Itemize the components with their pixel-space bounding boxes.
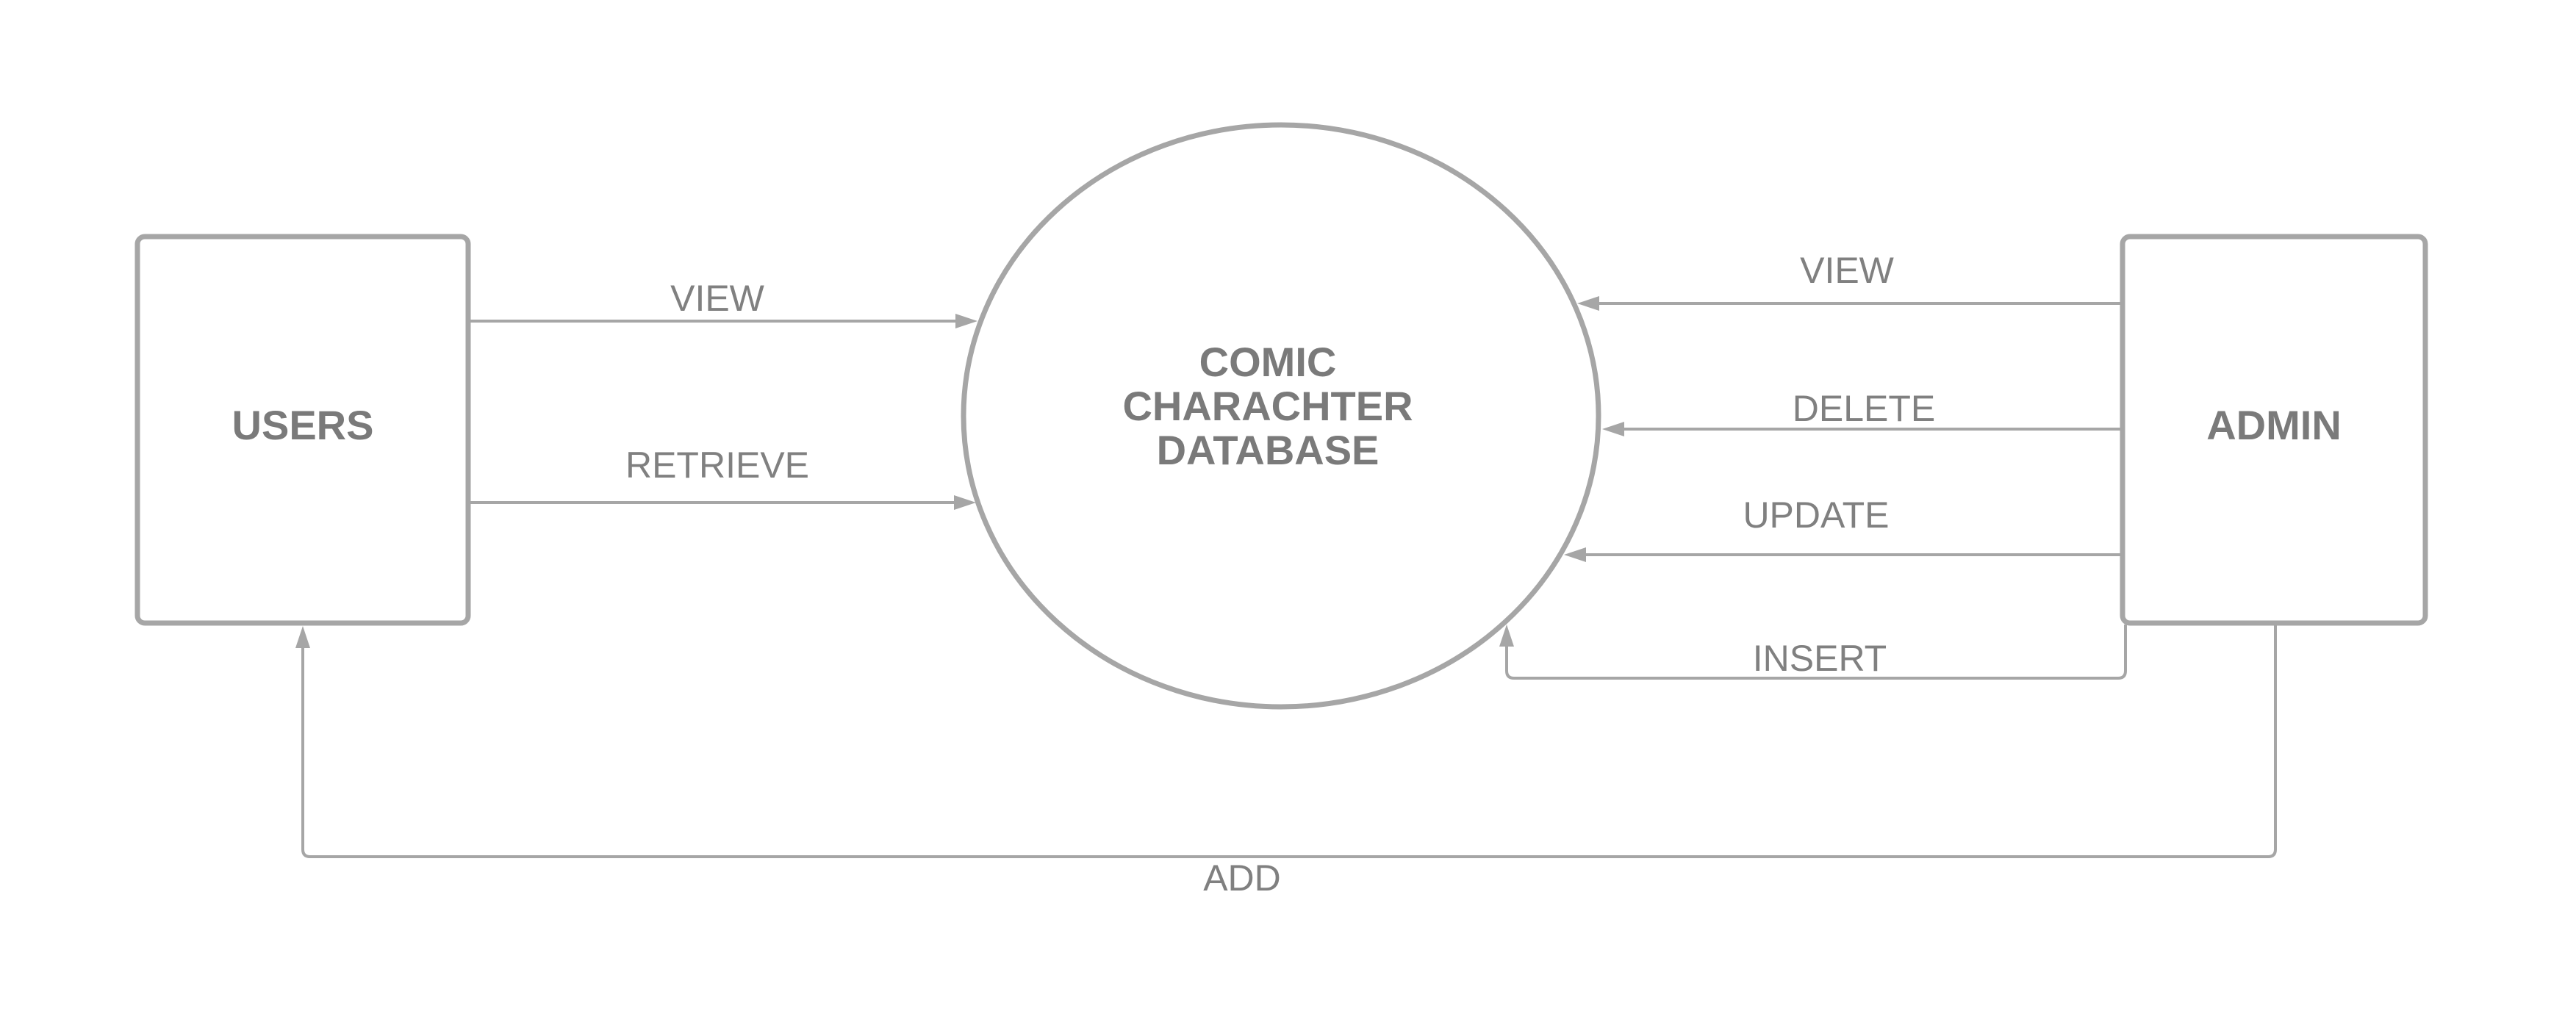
- edge-users-retrieve-arrowhead: [954, 495, 976, 510]
- edge-admin-insert-arrowhead: [1499, 625, 1514, 647]
- users-box: [134, 234, 471, 626]
- edge-admin-add-arrowhead: [295, 626, 310, 648]
- edge-admin-insert-line: [1505, 625, 2127, 680]
- edge-admin-update: UPDATE: [1564, 494, 2121, 562]
- edge-admin-delete-label: DELETE: [1793, 388, 1936, 429]
- edge-users-retrieve-label: RETRIEVE: [625, 445, 809, 486]
- database-process[interactable]: COMIC CHARACHTER DATABASE: [961, 122, 1601, 710]
- database-label-line-3: DATABASE: [1157, 427, 1380, 473]
- admin-entity[interactable]: ADMIN: [2120, 234, 2428, 626]
- database-ellipse: [961, 122, 1601, 710]
- database-label-line-2: CHARACHTER: [1122, 383, 1413, 429]
- edge-users-view: VIEW: [470, 278, 977, 328]
- admin-label: ADMIN: [2206, 402, 2342, 448]
- edge-admin-view: VIEW: [1577, 250, 2121, 311]
- edge-admin-add-label: ADD: [1203, 857, 1281, 899]
- edge-admin-insert: INSERT: [1499, 625, 2127, 680]
- edge-admin-add: ADD: [295, 625, 2277, 899]
- edge-admin-insert-label: INSERT: [1753, 638, 1887, 679]
- edge-admin-delete-arrowhead: [1602, 422, 1624, 436]
- users-label: USERS: [232, 402, 374, 448]
- edge-admin-view-label: VIEW: [1800, 250, 1895, 291]
- database-label-line-1: COMIC: [1199, 339, 1337, 385]
- edge-admin-update-label: UPDATE: [1743, 494, 1889, 536]
- edge-admin-add-line: [301, 625, 2277, 858]
- edge-users-retrieve: RETRIEVE: [470, 445, 976, 510]
- edge-admin-view-arrowhead: [1577, 296, 1599, 311]
- admin-box: [2120, 234, 2428, 626]
- edge-users-view-arrowhead: [955, 314, 977, 328]
- edge-users-view-label: VIEW: [670, 278, 765, 319]
- edge-admin-update-arrowhead: [1564, 547, 1586, 562]
- users-entity[interactable]: USERS: [134, 234, 471, 626]
- edge-admin-delete: DELETE: [1602, 388, 2121, 436]
